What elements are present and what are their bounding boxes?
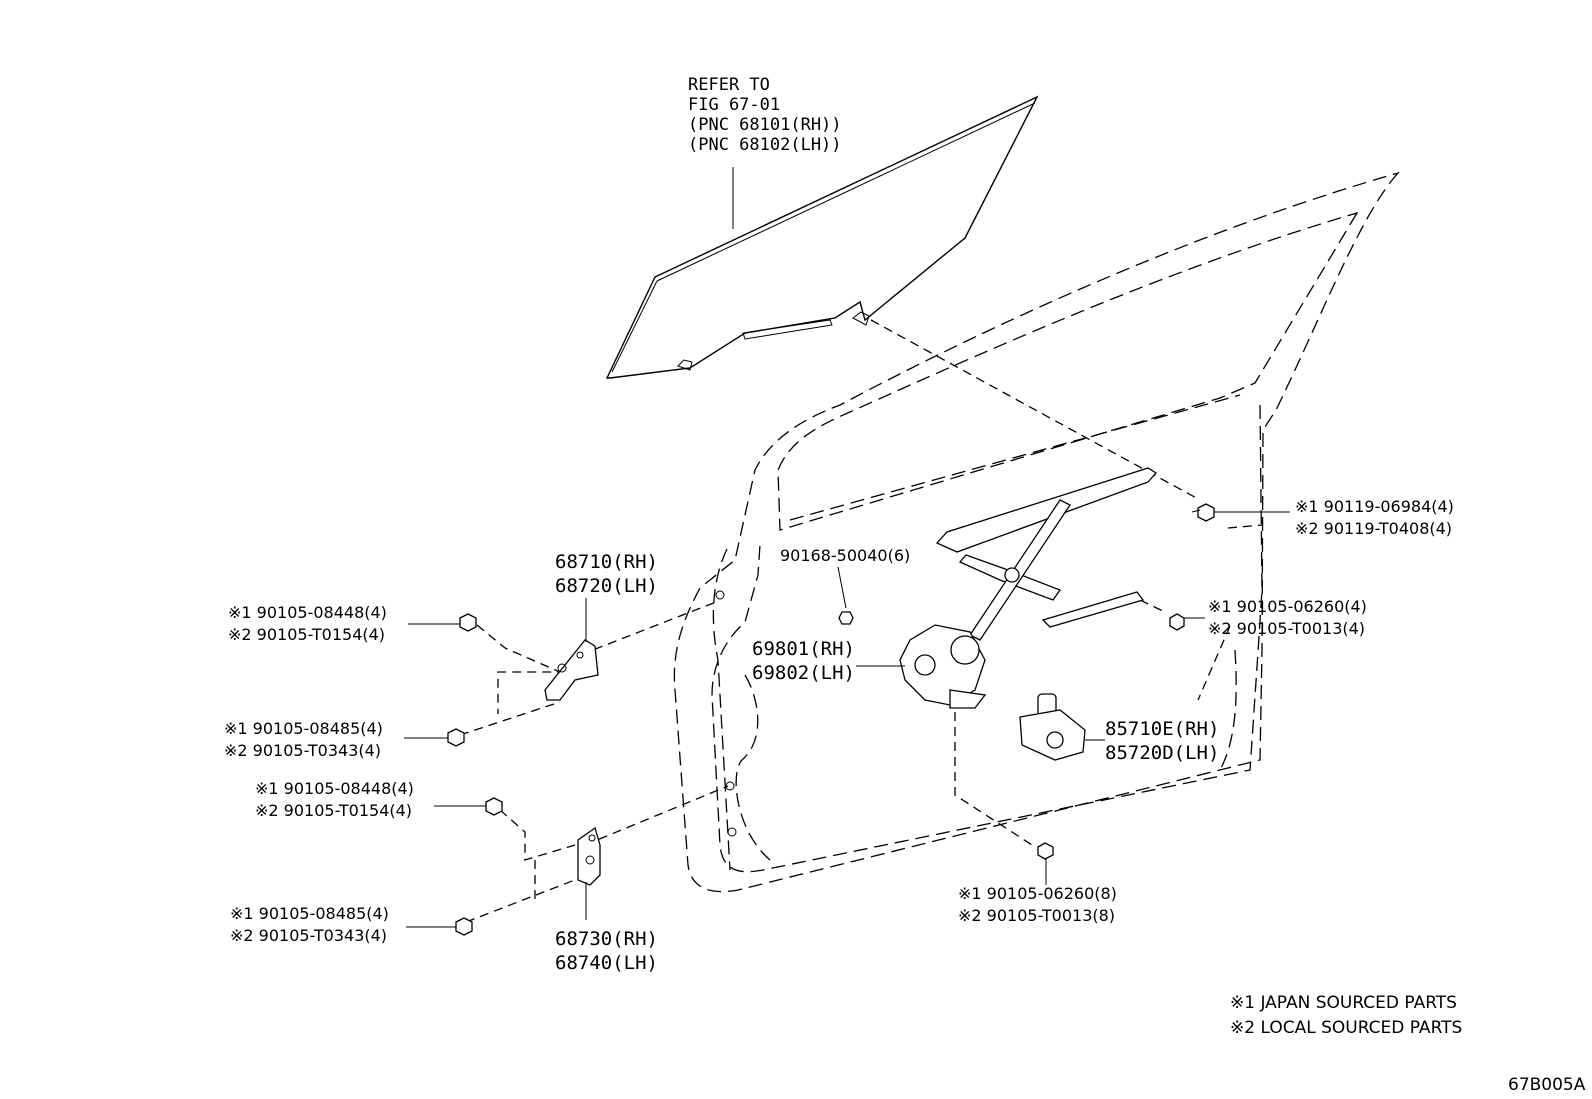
glass-ref-label: REFER TO FIG 67-01 (PNC 68101(RH)) (PNC … — [688, 75, 842, 155]
figure-code: 67B005A — [1508, 1075, 1586, 1095]
label-upper-hinge: 68710(RH) 68720(LH) — [555, 551, 658, 597]
bolt-icon-uh-bottom — [447, 728, 465, 747]
lower-hinge-line-2: 68740(LH) — [555, 952, 658, 974]
label-bolt-bottom: ※1 90105-06260(8) ※2 90105-T0013(8) — [958, 884, 1117, 925]
bolt-lh-bottom-line-2: ※2 90105-T0343(4) — [230, 926, 387, 945]
label-bolt-uh-bottom: ※1 90105-08485(4) ※2 90105-T0343(4) — [224, 719, 383, 760]
legend-note-2: ※2 LOCAL SOURCED PARTS — [1230, 1018, 1462, 1038]
bolt-uh-bottom-line-2: ※2 90105-T0343(4) — [224, 741, 381, 760]
bolt-bottom-line-1: ※1 90105-06260(8) — [958, 884, 1117, 903]
window-motor — [1019, 693, 1086, 761]
bolt-uh-top-line-1: ※1 90105-08448(4) — [228, 603, 387, 622]
bolt-icon-upper-right — [1191, 503, 1215, 522]
label-bolt-upper-right: ※1 90119-06984(4) ※2 90119-T0408(4) — [1295, 497, 1454, 538]
bolt-icon-lh-bottom — [455, 917, 473, 936]
bolt-lh-top-line-1: ※1 90105-08448(4) — [255, 779, 414, 798]
bolt-icon-uh-top — [459, 613, 477, 632]
door-outline — [673, 171, 1401, 893]
label-bolt-uh-top: ※1 90105-08448(4) ※2 90105-T0154(4) — [228, 603, 387, 644]
bolt-bottom-line-2: ※2 90105-T0013(8) — [958, 906, 1115, 925]
regulator-line-1: 69801(RH) — [752, 638, 855, 660]
label-bolt-lh-top: ※1 90105-08448(4) ※2 90105-T0154(4) — [255, 779, 414, 820]
bolt-uh-top-line-2: ※2 90105-T0154(4) — [228, 625, 385, 644]
lower-hinge — [577, 826, 601, 886]
glass-ref-line-1: REFER TO — [688, 75, 770, 95]
label-motor: 85710E(RH) 85720D(LH) — [1105, 718, 1219, 764]
lower-hinge-line-1: 68730(RH) — [555, 928, 658, 950]
door-glass — [605, 95, 1039, 379]
window-regulator — [899, 467, 1157, 709]
label-clip-90168: 90168-50040(6) — [780, 546, 910, 565]
glass-ref-line-4: (PNC 68102(LH)) — [688, 135, 842, 155]
bolt-icon-bottom — [1037, 842, 1054, 860]
glass-ref-line-3: (PNC 68101(RH)) — [688, 115, 842, 135]
upper-hinge-line-1: 68710(RH) — [555, 551, 658, 573]
bolt-icon-lh-top — [485, 797, 503, 816]
bolt-upper-right-line-1: ※1 90119-06984(4) — [1295, 497, 1454, 516]
bolt-lh-top-line-2: ※2 90105-T0154(4) — [255, 801, 412, 820]
bolt-lh-bottom-line-1: ※1 90105-08485(4) — [230, 904, 389, 923]
bolt-upper-right-line-2: ※2 90119-T0408(4) — [1295, 519, 1452, 538]
bolt-uh-bottom-line-1: ※1 90105-08485(4) — [224, 719, 383, 738]
label-regulator: 69801(RH) 69802(LH) — [752, 638, 855, 684]
regulator-line-2: 69802(LH) — [752, 662, 855, 684]
clip-icon — [838, 611, 854, 625]
bolt-mid-right-line-1: ※1 90105-06260(4) — [1208, 597, 1367, 616]
label-lower-hinge: 68730(RH) 68740(LH) — [555, 928, 658, 974]
bolt-icon-mid-right — [1169, 613, 1185, 631]
glass-ref-line-2: FIG 67-01 — [688, 95, 780, 115]
upper-hinge-line-2: 68720(LH) — [555, 575, 658, 597]
bolt-mid-right-line-2: ※2 90105-T0013(4) — [1208, 619, 1365, 638]
assembly-lines — [459, 319, 1263, 923]
legend: ※1 JAPAN SOURCED PARTS ※2 LOCAL SOURCED … — [1230, 993, 1462, 1038]
clip-leader — [837, 566, 847, 609]
label-bolt-lh-bottom: ※1 90105-08485(4) ※2 90105-T0343(4) — [230, 904, 389, 945]
legend-note-1: ※1 JAPAN SOURCED PARTS — [1230, 993, 1457, 1013]
motor-line-1: 85710E(RH) — [1105, 718, 1219, 740]
upper-hinge — [544, 639, 599, 701]
label-bolt-mid-right: ※1 90105-06260(4) ※2 90105-T0013(4) — [1208, 597, 1367, 638]
motor-line-2: 85720D(LH) — [1105, 742, 1219, 764]
